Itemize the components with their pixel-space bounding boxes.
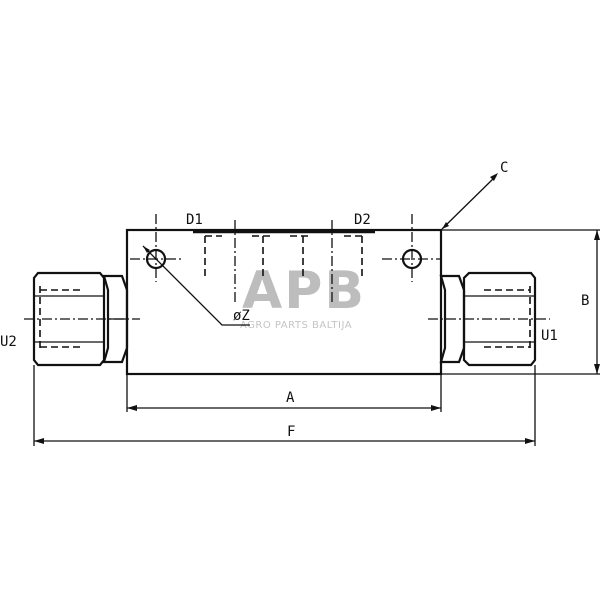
mounting-hole-left <box>130 214 184 282</box>
watermark-logo: APB <box>242 261 366 321</box>
mounting-hole-right <box>382 214 440 282</box>
dimension-c-leader <box>441 173 498 230</box>
label-d1: D1 <box>186 212 203 228</box>
label-hole-diameter: øZ <box>233 308 250 324</box>
label-dim-f: F <box>287 424 295 440</box>
fitting-left <box>24 271 140 367</box>
watermark-tagline: AGRO PARTS BALTIJA <box>240 320 352 331</box>
label-u2: U2 <box>0 334 17 350</box>
label-u1: U1 <box>541 328 558 344</box>
fitting-right <box>428 271 550 367</box>
label-dim-a: A <box>286 390 295 406</box>
dimension-a <box>126 374 442 412</box>
dimension-f <box>33 365 536 446</box>
label-dim-b: B <box>581 293 589 309</box>
dimension-b <box>441 229 600 375</box>
top-port-cavities <box>193 220 375 302</box>
label-d2: D2 <box>354 212 371 228</box>
label-dim-c: C <box>500 160 508 176</box>
hole-diameter-leader <box>142 245 250 326</box>
